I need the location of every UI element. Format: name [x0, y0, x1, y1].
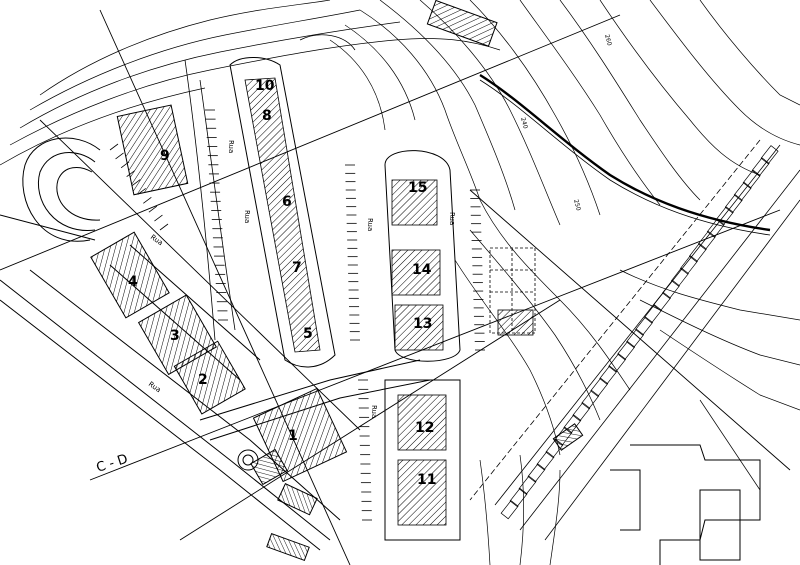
block-label-14: 14 — [412, 262, 432, 278]
parking-stall-line — [115, 152, 124, 160]
contour-label-240: 240 — [519, 117, 529, 130]
block-label-2: 2 — [198, 372, 208, 388]
street-label-5: Rua — [370, 405, 378, 418]
stair-unit — [635, 316, 654, 336]
stair-unit — [670, 267, 689, 287]
stair-unit — [644, 304, 663, 324]
row-houses-center — [184, 34, 356, 368]
stair-unit — [572, 402, 591, 422]
parking-stall-line — [154, 214, 163, 222]
contour-labels: 240 250 260 — [519, 34, 613, 212]
block-building-2 — [173, 340, 246, 415]
contour-label-260: 260 — [603, 34, 613, 47]
street-label-4: Rua — [448, 212, 456, 225]
buildings-lower-right — [610, 444, 761, 565]
block-labels: 1 2 3 4 5 6 7 8 9 10 11 12 13 14 15 — [128, 78, 436, 488]
stair-unit — [599, 365, 618, 385]
stair-unit — [509, 487, 528, 508]
stair-unit — [500, 500, 519, 520]
parking-stalls — [109, 109, 485, 521]
dashed-grid-block — [489, 247, 536, 336]
cul-de-sac — [0, 137, 101, 242]
block-label-9: 9 — [160, 148, 170, 164]
stair-unit — [626, 328, 645, 348]
stair-unit — [688, 243, 707, 263]
stair-unit — [590, 377, 609, 397]
stair-unit — [742, 169, 761, 189]
stair-unit — [751, 157, 770, 177]
street-label-6: Rua — [147, 380, 162, 394]
block-building-4 — [90, 231, 170, 319]
parking-stall-line — [143, 197, 152, 204]
main-road — [479, 73, 771, 232]
block-label-3: 3 — [170, 328, 180, 344]
row-houses-right — [469, 139, 800, 541]
street-label-2: Rua — [243, 210, 251, 223]
stair-unit — [733, 181, 752, 201]
parking-stall-line — [126, 170, 135, 177]
stair-unit — [527, 463, 546, 483]
block-label-4: 4 — [128, 274, 138, 290]
loop-blocks-13-15 — [384, 150, 461, 362]
block-label-5: 5 — [303, 326, 313, 342]
street-label-1: Rua — [227, 140, 235, 153]
stair-unit — [536, 451, 555, 471]
parking-stall-line — [148, 205, 158, 213]
stair-unit — [724, 194, 743, 214]
contour-label-250: 250 — [572, 199, 582, 212]
stair-units — [500, 145, 779, 520]
stair-unit — [581, 389, 600, 410]
stair-unit — [518, 475, 537, 495]
stair-unit — [608, 353, 627, 373]
stair-unit — [662, 279, 680, 299]
parking-stall-line — [109, 143, 119, 151]
parking-stall-line — [159, 223, 169, 231]
stair-unit — [706, 218, 725, 238]
block-label-6: 6 — [282, 194, 292, 210]
parking-stall-line — [137, 188, 147, 195]
block-label-10: 10 — [255, 78, 275, 94]
block-label-12: 12 — [415, 420, 434, 436]
blocks-11-12 — [384, 379, 461, 541]
building-top — [426, 0, 498, 47]
block-building-9 — [116, 104, 189, 196]
block-label-7: 7 — [292, 260, 302, 276]
street-label-3: Rua — [366, 218, 374, 231]
stair-unit — [653, 292, 671, 312]
stair-unit — [697, 230, 716, 250]
block-label-1: 1 — [288, 428, 298, 444]
stair-unit — [617, 340, 636, 361]
block-label-11: 11 — [417, 472, 436, 488]
parking-stall-line — [131, 179, 141, 186]
section-label-cd: C - D — [95, 452, 130, 476]
parking-stall-line — [120, 161, 130, 169]
stair-unit — [760, 145, 779, 165]
block-label-8: 8 — [262, 108, 272, 124]
street-label-7: Rua — [149, 233, 164, 247]
block-label-15: 15 — [408, 180, 427, 196]
bottom-features — [237, 423, 584, 562]
stair-unit — [715, 206, 734, 226]
stair-unit — [679, 255, 698, 275]
block-label-13: 13 — [413, 316, 432, 332]
